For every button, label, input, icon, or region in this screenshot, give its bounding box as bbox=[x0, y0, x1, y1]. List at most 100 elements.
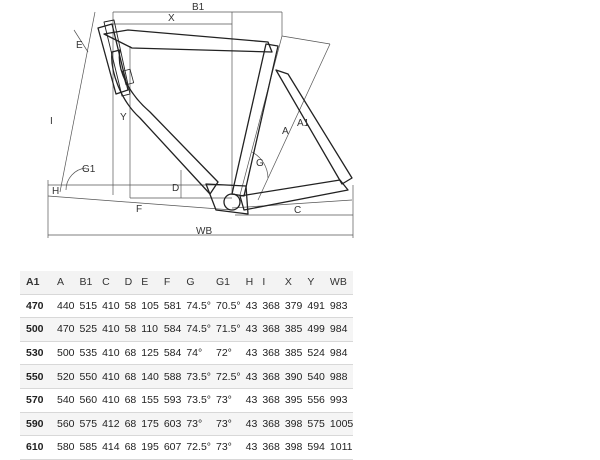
table-cell: 585 bbox=[74, 435, 98, 460]
table-cell: 73° bbox=[181, 412, 211, 437]
table-cell: 570 bbox=[20, 388, 52, 413]
table-cell: 575 bbox=[74, 412, 98, 437]
table-cell: 125 bbox=[136, 341, 159, 366]
column-header-a1: A1 bbox=[20, 271, 52, 295]
table-cell: 73.5° bbox=[181, 364, 211, 389]
table-cell: 43 bbox=[240, 364, 258, 389]
table-cell: 68 bbox=[119, 412, 137, 437]
label-i: I bbox=[50, 116, 53, 127]
column-header-x: X bbox=[279, 271, 303, 295]
bottom-bracket-shell bbox=[223, 193, 241, 211]
table-cell: 550 bbox=[74, 364, 98, 389]
down-tube bbox=[111, 49, 219, 195]
table-cell: 70.5° bbox=[210, 294, 241, 319]
brand-decal bbox=[121, 68, 135, 86]
table-cell: 73° bbox=[210, 435, 241, 460]
table-cell: 560 bbox=[52, 412, 75, 437]
table-cell: 520 bbox=[52, 364, 75, 389]
table-cell: 410 bbox=[97, 294, 120, 319]
table-cell: 556 bbox=[302, 388, 325, 413]
top-tube bbox=[103, 29, 273, 53]
table-cell: 500 bbox=[52, 341, 75, 366]
table-cell: 368 bbox=[257, 435, 280, 460]
table-cell: 590 bbox=[20, 412, 52, 437]
table-cell: 43 bbox=[240, 412, 258, 437]
table-cell: 515 bbox=[74, 294, 98, 319]
table-cell: 68 bbox=[119, 435, 137, 460]
label-a: A bbox=[282, 126, 289, 137]
table-cell: 410 bbox=[97, 364, 120, 389]
table-cell: 105 bbox=[136, 294, 159, 319]
table-cell: 581 bbox=[158, 294, 182, 319]
column-header-e: E bbox=[136, 271, 159, 295]
label-e: E bbox=[76, 40, 83, 51]
column-header-d: D bbox=[119, 271, 137, 295]
label-g: G bbox=[256, 158, 264, 169]
label-y: Y bbox=[120, 112, 127, 123]
table-cell: 385 bbox=[279, 317, 303, 342]
column-header-y: Y bbox=[302, 271, 325, 295]
table-cell: 1011 bbox=[324, 435, 354, 460]
label-h: H bbox=[52, 186, 59, 197]
table-cell: 71.5° bbox=[210, 317, 241, 342]
seat-stay bbox=[275, 69, 353, 185]
label-g1: G1 bbox=[82, 164, 96, 175]
table-cell: 525 bbox=[74, 317, 98, 342]
table-cell: 584 bbox=[158, 341, 182, 366]
table-cell: 368 bbox=[257, 364, 280, 389]
table-cell: 155 bbox=[136, 388, 159, 413]
table-cell: 984 bbox=[324, 341, 354, 366]
table-cell: 470 bbox=[20, 294, 52, 319]
table-cell: 43 bbox=[240, 435, 258, 460]
table-cell: 410 bbox=[97, 341, 120, 366]
table-cell: 379 bbox=[279, 294, 303, 319]
table-cell: 58 bbox=[119, 317, 137, 342]
table-cell: 43 bbox=[240, 294, 258, 319]
table-cell: 410 bbox=[97, 388, 120, 413]
column-header-f: F bbox=[158, 271, 182, 295]
table-cell: 603 bbox=[158, 412, 182, 437]
seat-tube bbox=[231, 43, 279, 197]
table-cell: 993 bbox=[324, 388, 354, 413]
table-cell: 575 bbox=[302, 412, 325, 437]
table-cell: 983 bbox=[324, 294, 354, 319]
label-f: F bbox=[136, 204, 142, 215]
table-cell: 584 bbox=[158, 317, 182, 342]
table-cell: 368 bbox=[257, 317, 280, 342]
table-cell: 368 bbox=[257, 294, 280, 319]
table-cell: 1005 bbox=[324, 412, 354, 437]
table-cell: 440 bbox=[52, 294, 75, 319]
table-cell: 540 bbox=[302, 364, 325, 389]
table-cell: 491 bbox=[302, 294, 325, 319]
table-cell: 390 bbox=[279, 364, 303, 389]
fork-steerer bbox=[103, 19, 131, 97]
table-cell: 58 bbox=[119, 294, 137, 319]
table-cell: 470 bbox=[52, 317, 75, 342]
table-cell: 175 bbox=[136, 412, 159, 437]
label-wb: WB bbox=[196, 226, 212, 237]
table-cell: 588 bbox=[158, 364, 182, 389]
table-cell: 984 bbox=[324, 317, 354, 342]
table-cell: 550 bbox=[20, 364, 52, 389]
table-cell: 74.5° bbox=[181, 317, 211, 342]
column-header-c: C bbox=[97, 271, 120, 295]
dimension-lines bbox=[47, 11, 354, 238]
table-cell: 535 bbox=[74, 341, 98, 366]
table-cell: 610 bbox=[20, 435, 52, 460]
table-cell: 368 bbox=[257, 412, 280, 437]
label-b1: B1 bbox=[192, 2, 205, 13]
table-cell: 540 bbox=[52, 388, 75, 413]
label-c: C bbox=[294, 205, 301, 216]
column-header-i: I bbox=[257, 271, 280, 295]
table-cell: 398 bbox=[279, 435, 303, 460]
table-cell: 414 bbox=[97, 435, 120, 460]
table-cell: 73° bbox=[210, 388, 241, 413]
table-cell: 594 bbox=[302, 435, 325, 460]
